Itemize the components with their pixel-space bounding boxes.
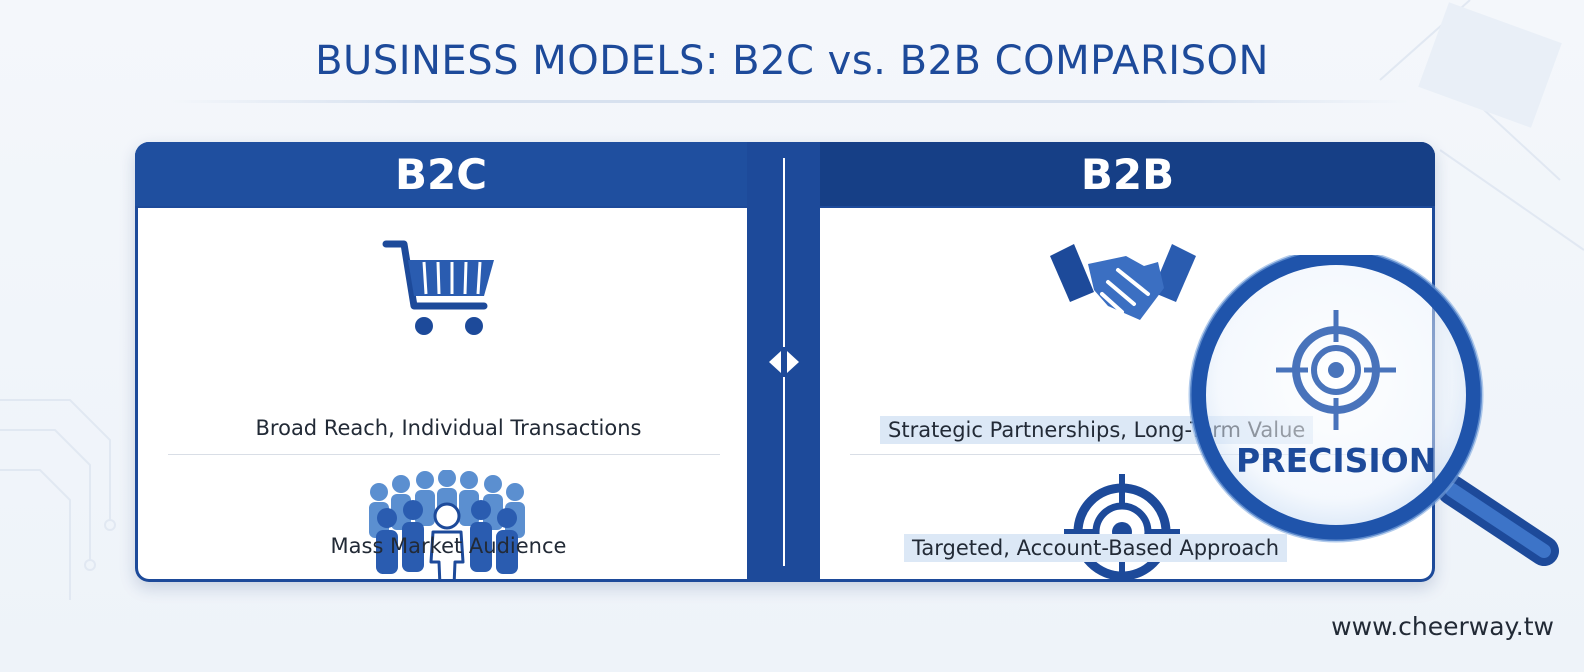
shopping-cart-icon: [382, 240, 494, 335]
b2c-heading: B2C: [394, 150, 488, 199]
page-title: BUSINESS MODELS: B2C vs. B2B COMPARISON: [315, 38, 1269, 84]
b2c-panel: Broad Reach, Individual Transactions Ma: [138, 208, 747, 579]
b2c-separator: [168, 454, 720, 455]
b2b-separator: [850, 454, 1402, 455]
b2c-caption-1: Broad Reach, Individual Transactions: [255, 416, 642, 440]
b2b-heading: B2B: [1080, 150, 1175, 199]
precision-label: PRECISION: [1236, 441, 1437, 480]
b2b-caption-2: Targeted, Account-Based Approach: [904, 534, 1288, 562]
target-icon: [1064, 474, 1180, 579]
footer-url: www.cheerway.tw: [1331, 612, 1554, 641]
left-right-arrows-icon: [757, 347, 811, 377]
b2c-caption-2: Mass Market Audience: [330, 534, 567, 558]
b2c-header: B2C: [135, 142, 747, 206]
magnifying-glass-icon: [1188, 255, 1559, 566]
handshake-icon: [1050, 244, 1196, 320]
title-underline: [170, 100, 1410, 103]
b2b-header: B2B: [820, 142, 1435, 206]
crowd-icon: [369, 470, 525, 579]
